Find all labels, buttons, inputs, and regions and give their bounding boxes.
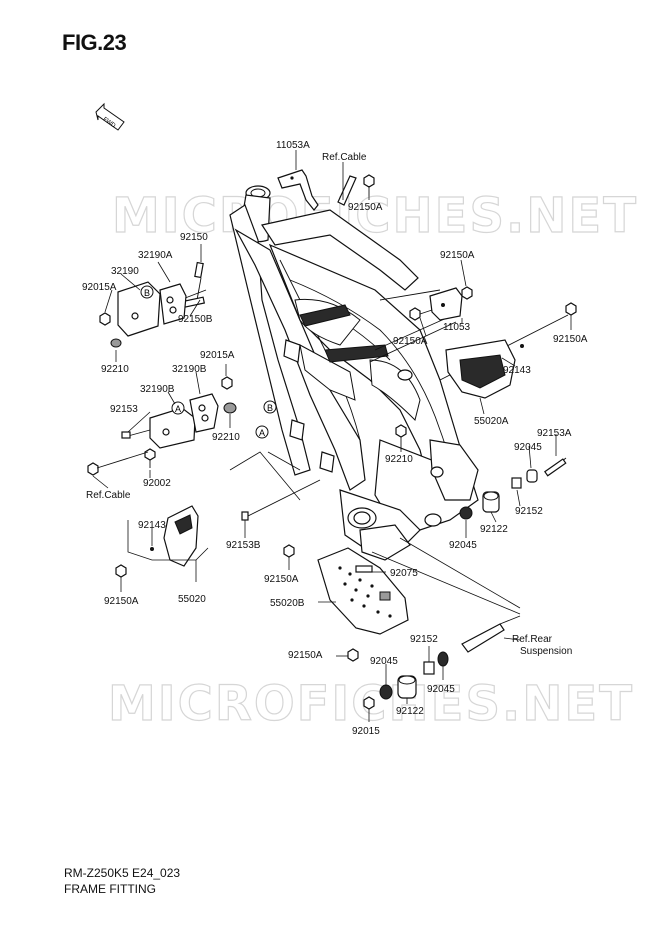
marker-b-frame: B: [263, 400, 277, 414]
cover-55020A[interactable]: [445, 339, 524, 399]
label-92210-center: 92210: [385, 454, 413, 465]
label-55020B: 55020B: [270, 598, 305, 609]
collar-92045-right[interactable]: [526, 469, 538, 483]
cover-55020[interactable]: [150, 505, 199, 567]
label-92150: 92150: [180, 232, 208, 243]
fwd-arrow-icon: FWD: [95, 102, 125, 131]
bolt-92210-center[interactable]: [395, 424, 407, 450]
label-92153: 92153: [110, 404, 138, 415]
label-92045-low-right: 92045: [427, 684, 455, 695]
label-32190B: 32190B: [172, 364, 207, 375]
label-92152-right: 92152: [515, 506, 543, 517]
marker-b-left: B: [140, 285, 154, 299]
nut-92015[interactable]: [363, 696, 375, 710]
part-11053A[interactable]: [277, 169, 319, 211]
label-ref-rear-suspension-2: Suspension: [520, 646, 572, 657]
label-92150A-left-low: 92150A: [104, 596, 139, 607]
label-92045-right-low: 92045: [449, 540, 477, 551]
label-92150A-right-mid: 92150A: [393, 336, 428, 347]
bolt-92153B[interactable]: [241, 479, 321, 521]
skid-plate-55020B[interactable]: [317, 547, 409, 635]
label-92143-left: 92143: [138, 520, 166, 531]
bolt-92002[interactable]: [144, 448, 156, 468]
ref-cable-left-part: [87, 451, 149, 476]
label-92045-low-left: 92045: [370, 656, 398, 667]
label-11053: 11053: [443, 322, 471, 333]
label-55020: 55020: [178, 594, 206, 605]
label-92152-low: 92152: [410, 634, 438, 645]
label-92150A-far-right: 92150A: [553, 334, 588, 345]
spacer-92152-low[interactable]: [423, 661, 435, 675]
label-92015A-mid: 92015A: [200, 350, 235, 361]
bracket-32190-assembly[interactable]: [121, 376, 237, 449]
label-92122-right: 92122: [480, 524, 508, 535]
label-11053A: 11053A: [276, 140, 310, 151]
label-92210-mid: 92210: [212, 432, 240, 443]
footer-model-code: RM-Z250K5 E24_023: [64, 866, 181, 880]
main-frame: [229, 185, 479, 561]
bolt-92150A-bottom[interactable]: [347, 648, 359, 662]
seal-92045-low-right[interactable]: [437, 651, 449, 667]
label-92153A: 92153A: [537, 428, 572, 439]
label-92150A-center: 92150A: [264, 574, 299, 585]
bolt-92150A-center[interactable]: [283, 544, 295, 558]
bolt-92150A-left-low[interactable]: [115, 564, 127, 578]
marker-a-frame: A: [255, 425, 269, 439]
label-92150B: 92150B: [178, 314, 213, 325]
footer-section-name: FRAME FITTING: [64, 882, 156, 896]
svg-text:A: A: [259, 428, 265, 438]
label-92002: 92002: [143, 478, 171, 489]
label-92015: 92015: [352, 726, 380, 737]
bearing-92122-right[interactable]: [482, 491, 500, 513]
svg-text:B: B: [144, 288, 150, 298]
label-32190B-ref: 32190B: [140, 384, 175, 395]
figure-title: FIG.23: [62, 30, 127, 55]
label-92075: 92075: [390, 568, 418, 579]
bolt-92153A[interactable]: [544, 457, 567, 477]
label-92150A-right-top: 92150A: [440, 250, 475, 261]
label-32190: 32190: [111, 266, 139, 277]
nut-92015A-left[interactable]: [99, 312, 111, 326]
label-92150A-top: 92150A: [348, 202, 383, 213]
label-ref-rear-suspension-1: Ref.Rear: [512, 634, 553, 645]
damper-92075[interactable]: [355, 565, 373, 573]
part-11053[interactable]: [409, 286, 473, 321]
leader-lines: [92, 150, 572, 722]
label-32190A: 32190A: [138, 250, 173, 261]
label-ref-cable-left: Ref.Cable: [86, 490, 131, 501]
label-92122-low: 92122: [396, 706, 424, 717]
label-92143-right: 92143: [503, 365, 531, 376]
svg-text:A: A: [175, 404, 181, 414]
label-92210-left: 92210: [101, 364, 129, 375]
spacer-92152-right[interactable]: [511, 477, 522, 489]
seal-92045-low-left[interactable]: [379, 684, 393, 700]
label-92015A-left: 92015A: [82, 282, 117, 293]
label-92045-right: 92045: [514, 442, 542, 453]
marker-a-left: A: [171, 401, 185, 415]
label-92150A-bottom: 92150A: [288, 650, 323, 661]
ref-rear-suspension-part: [461, 615, 521, 653]
watermark-top: MICROFICHES.NET: [112, 188, 638, 244]
ref-cable-top-part: [337, 175, 357, 206]
svg-text:B: B: [267, 403, 273, 413]
label-ref-cable-top: Ref.Cable: [322, 152, 367, 163]
seal-92045-right-low[interactable]: [459, 506, 473, 520]
washer-92210-left[interactable]: [110, 338, 122, 348]
bolt-92150A-top[interactable]: [363, 174, 375, 196]
label-92153B: 92153B: [226, 540, 261, 551]
label-55020A: 55020A: [474, 416, 509, 427]
bearing-92122-low[interactable]: [397, 675, 417, 699]
